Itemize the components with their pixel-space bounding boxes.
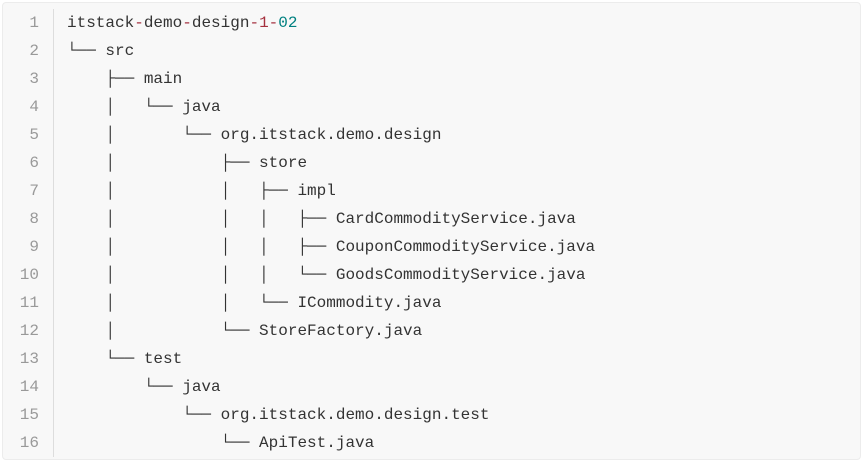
code-token: -: [182, 14, 192, 32]
code-token: └── src: [67, 42, 135, 60]
code-token: design: [191, 14, 250, 32]
line-content: └── org.itstack.demo.design.test: [54, 401, 489, 429]
line-content: │ │ ├── impl: [54, 177, 336, 205]
line-content: │ └── org.itstack.demo.design: [54, 121, 441, 149]
code-token: itstack: [67, 14, 135, 32]
line-number: 1: [3, 9, 54, 37]
code-token: │ │ │ ├── CouponCommodityService.java: [67, 238, 596, 256]
code-line: 5 │ └── org.itstack.demo.design: [3, 121, 860, 149]
code-token: └── test: [67, 350, 183, 368]
line-number: 7: [3, 177, 54, 205]
line-number: 16: [3, 429, 54, 457]
code-token: │ │ │ ├── CardCommodityService.java: [67, 210, 576, 228]
code-token: │ │ │ └── GoodsCommodityService.java: [67, 266, 586, 284]
code-line: 7 │ │ ├── impl: [3, 177, 860, 205]
line-content: └── ApiTest.java: [54, 429, 375, 457]
line-content: │ │ │ └── GoodsCommodityService.java: [54, 261, 585, 289]
line-number: 6: [3, 149, 54, 177]
code-line: 9 │ │ │ ├── CouponCommodityService.java: [3, 233, 860, 261]
line-number: 9: [3, 233, 54, 261]
code-token: │ ├── store: [67, 154, 308, 172]
line-content: │ │ │ ├── CardCommodityService.java: [54, 205, 576, 233]
code-line: 12 │ └── StoreFactory.java: [3, 317, 860, 345]
line-content: │ ├── store: [54, 149, 307, 177]
code-line: 8 │ │ │ ├── CardCommodityService.java: [3, 205, 860, 233]
line-content: │ │ └── ICommodity.java: [54, 289, 441, 317]
code-line: 3 ├── main: [3, 65, 860, 93]
line-number: 14: [3, 373, 54, 401]
code-token: │ └── StoreFactory.java: [67, 322, 423, 340]
code-line: 10 │ │ │ └── GoodsCommodityService.java: [3, 261, 860, 289]
code-line: 2 └── src: [3, 37, 860, 65]
code-token: -: [249, 14, 260, 32]
code-token: └── java: [67, 378, 221, 396]
line-number: 5: [3, 121, 54, 149]
code-token: │ │ └── ICommodity.java: [67, 294, 442, 312]
line-content: │ │ │ ├── CouponCommodityService.java: [54, 233, 595, 261]
line-content: │ └── java: [54, 93, 221, 121]
code-line: 11 │ │ └── ICommodity.java: [3, 289, 860, 317]
line-number: 8: [3, 205, 54, 233]
code-line: 16 └── ApiTest.java: [3, 429, 860, 457]
code-token: demo: [143, 14, 183, 32]
code-line: 14 └── java: [3, 373, 860, 401]
line-content: └── test: [54, 345, 182, 373]
code-token: 1: [259, 14, 269, 32]
line-content: │ └── StoreFactory.java: [54, 317, 422, 345]
code-line: 15 └── org.itstack.demo.design.test: [3, 401, 860, 429]
line-number: 15: [3, 401, 54, 429]
code-token: └── org.itstack.demo.design.test: [67, 406, 490, 424]
line-number: 2: [3, 37, 54, 65]
code-token: └── ApiTest.java: [67, 434, 375, 452]
code-line: 6 │ ├── store: [3, 149, 860, 177]
line-content: itstack-demo-design-1-02: [54, 9, 297, 37]
code-line: 4 │ └── java: [3, 93, 860, 121]
code-line: 13 └── test: [3, 345, 860, 373]
line-content: └── java: [54, 373, 221, 401]
code-token: -: [134, 14, 144, 32]
line-number: 3: [3, 65, 54, 93]
line-number: 4: [3, 93, 54, 121]
code-token: 02: [278, 14, 298, 32]
code-token: │ │ ├── impl: [67, 182, 336, 200]
line-number: 13: [3, 345, 54, 373]
line-number: 12: [3, 317, 54, 345]
code-token: │ └── java: [67, 98, 221, 116]
line-number: 11: [3, 289, 54, 317]
line-content: ├── main: [54, 65, 182, 93]
code-token: ├── main: [67, 70, 183, 88]
code-token: │ └── org.itstack.demo.design: [67, 126, 442, 144]
line-number: 10: [3, 261, 54, 289]
line-content: └── src: [54, 37, 134, 65]
code-token: -: [268, 14, 279, 32]
